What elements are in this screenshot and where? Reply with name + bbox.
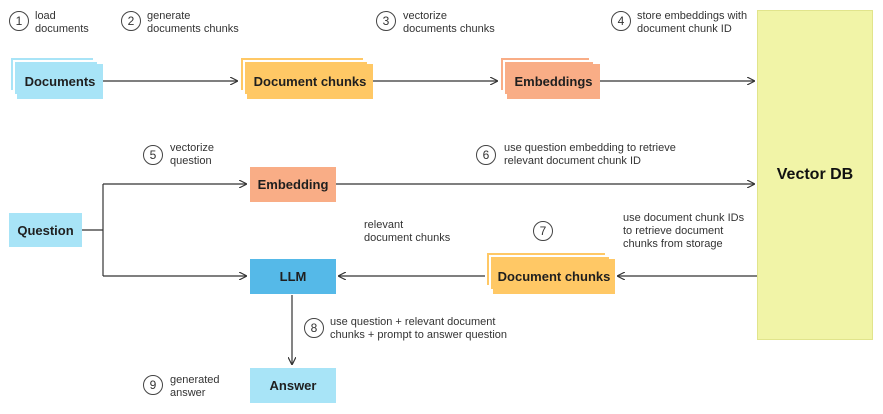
step-9-label: generated answer	[170, 374, 220, 399]
step-7-badge: 7	[533, 221, 553, 241]
vector-db-node: Vector DB	[757, 10, 873, 340]
embeddings-label: Embeddings	[514, 74, 593, 89]
step-6-badge: 6	[476, 145, 496, 165]
document-chunks-bottom-node: Document chunks	[493, 259, 615, 294]
document-chunks-top-node: Document chunks	[247, 64, 373, 99]
document-chunks-top-label: Document chunks	[253, 74, 367, 89]
step-3-label: vectorize documents chunks	[403, 10, 495, 35]
llm-node: LLM	[250, 259, 336, 294]
embedding-label: Embedding	[257, 177, 329, 192]
step-2-label: generate documents chunks	[147, 10, 239, 35]
step-1-label: load documents	[35, 10, 89, 35]
documents-node: Documents	[17, 64, 103, 99]
question-node: Question	[9, 213, 82, 247]
vector-db-label: Vector DB	[776, 166, 854, 183]
document-chunks-bottom-label: Document chunks	[497, 269, 611, 284]
answer-label: Answer	[269, 378, 317, 393]
documents-label: Documents	[24, 74, 96, 89]
step-9-badge: 9	[143, 375, 163, 395]
answer-node: Answer	[250, 368, 336, 403]
llm-label: LLM	[279, 269, 307, 284]
relevant-chunks-annotation: relevant document chunks	[364, 219, 451, 244]
step-8-label: use question + relevant document chunks …	[330, 316, 508, 341]
step-4-label: store embeddings with document chunk ID	[637, 10, 748, 35]
step-8-badge: 8	[304, 318, 324, 338]
retrieve-from-storage-annotation: use document chunk IDs to retrieve docum…	[623, 212, 745, 250]
step-6-label: use question embedding to retrieve relev…	[504, 142, 676, 167]
step-2-badge: 2	[121, 11, 141, 31]
step-4-badge: 4	[611, 11, 631, 31]
step-5-label: vectorize question	[170, 142, 215, 167]
step-1-badge: 1	[9, 11, 29, 31]
step-5-badge: 5	[143, 145, 163, 165]
question-label: Question	[17, 222, 74, 238]
embedding-node: Embedding	[250, 167, 336, 202]
embeddings-node: Embeddings	[507, 64, 600, 99]
step-3-badge: 3	[376, 11, 396, 31]
